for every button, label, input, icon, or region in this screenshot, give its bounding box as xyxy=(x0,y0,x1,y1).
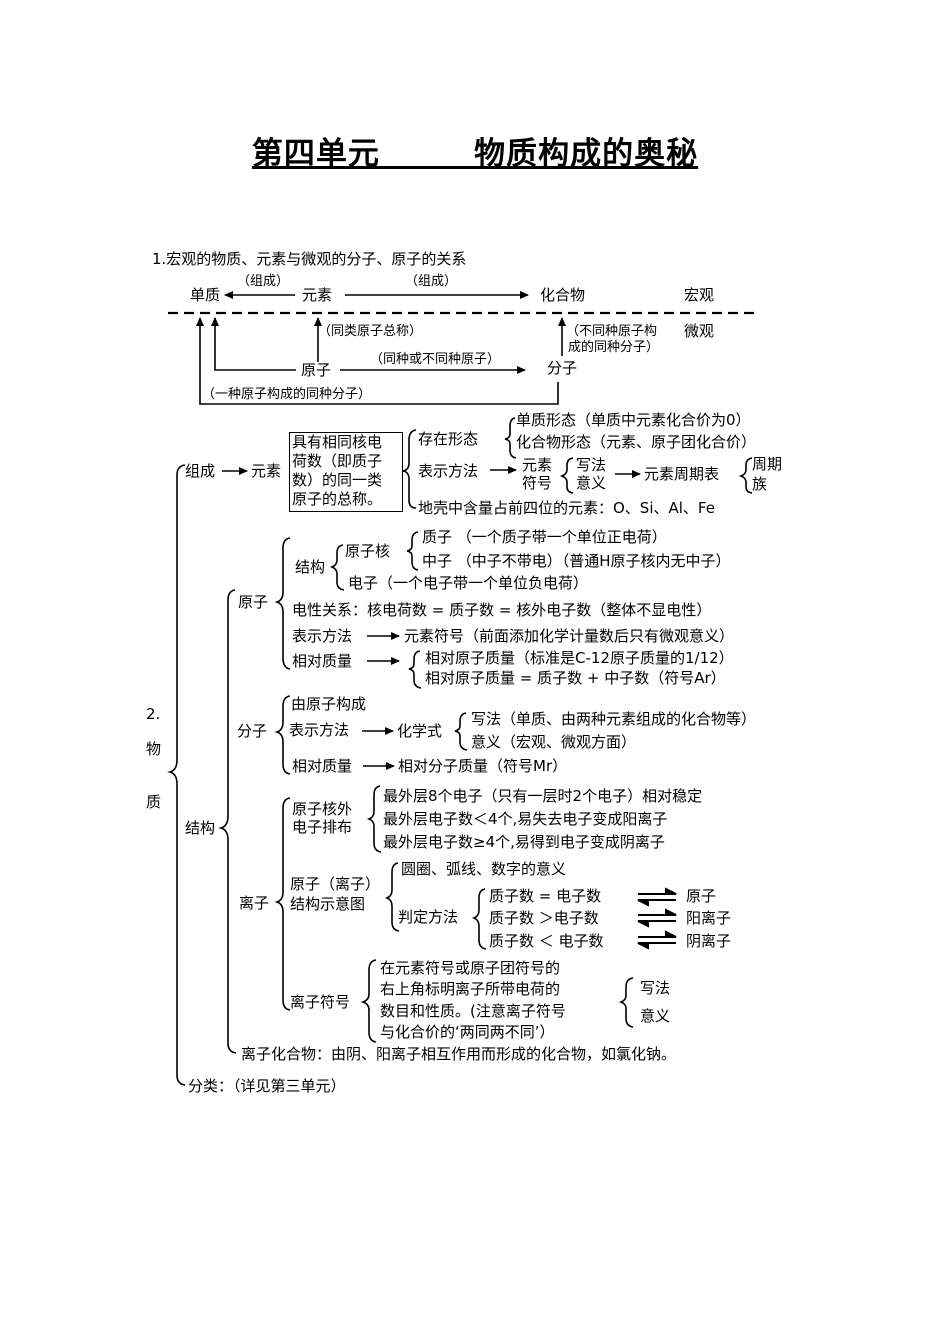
zhizi: 质子 （一个质子带一个单位正电荷） xyxy=(422,528,667,546)
section2-label-zhi: 质 xyxy=(146,793,162,811)
note-zucheng-right: （组成） xyxy=(405,274,458,289)
section1-heading: 1.宏观的物质、元素与微观的分子、原子的关系 xyxy=(152,250,467,268)
lizi-fuhao-desc-2: 右上角标明离子所带电荷的 xyxy=(380,980,561,998)
lizi-huahewu: 离子化合物：由阴、阳离子相互作用而形成的化合物，如氯化钠。 xyxy=(241,1045,677,1063)
note-yizhong: （一种原子构成的同种分子） xyxy=(202,387,372,402)
xiangdui-2: 相对原子质量 = 质子数 + 中子数（符号Ar） xyxy=(425,669,726,687)
yuansu-definition-box: 具有相同核电 荷数（即质子 数）的同一类 原子的总称。 xyxy=(289,432,403,512)
paibu-3: 最外层电子数≥4个,易得到电子变成阴离子 xyxy=(383,833,665,851)
note-butong-1: （不同种原子构 xyxy=(566,324,658,339)
yuanzi-biaoshi-val: 元素符号（前面添加化学计量数后只有微观意义） xyxy=(404,627,735,645)
yuansu-def-line-4: 原子的总称。 xyxy=(292,490,383,508)
zhouqi: 周期 xyxy=(752,455,783,473)
pd-left-3: 质子数 ＜ 电子数 xyxy=(489,932,604,950)
huaxueshi: 化学式 xyxy=(397,722,443,740)
hewai-2: 电子排布 xyxy=(292,818,353,836)
yuansu-cunzai: 存在形态 xyxy=(418,430,479,448)
yuanquan: 圆圈、弧线、数字的意义 xyxy=(401,860,567,878)
node-fenzi-micro: 分子 xyxy=(547,359,578,377)
huahewu-xingtai: 化合物形态（元素、原子团化合价） xyxy=(516,433,757,451)
panding: 判定方法 xyxy=(398,908,459,926)
lizi-fuhao: 离子符号 xyxy=(290,993,351,1011)
fenzi-yiyi: 意义（宏观、微观方面） xyxy=(471,733,637,751)
yuanzi-jiegou: 结构 xyxy=(295,558,326,576)
branch-zucheng: 组成 xyxy=(185,462,216,480)
node-yuansu-macro: 元素 xyxy=(302,286,333,304)
paibu-1: 最外层8个电子（只有一层时2个电子）相对稳定 xyxy=(383,787,703,805)
node-fenzi: 分子 xyxy=(237,722,268,740)
yuansu-def-line-3: 数）的同一类 xyxy=(292,471,383,489)
label-weiguan: 微观 xyxy=(684,322,715,340)
page-title: 第四单元 物质构成的奥秘 xyxy=(251,136,699,172)
section2-label-wu: 物 xyxy=(146,740,162,758)
lizi-yiyi: 意义 xyxy=(640,1007,671,1025)
note-tonglei: （同类原子总称） xyxy=(318,324,423,339)
dike-yuansu: 地壳中含量占前四位的元素：O、Si、Al、Fe xyxy=(418,499,715,517)
paibu-2: 最外层电子数＜4个,易失去电子变成阳离子 xyxy=(383,810,668,828)
node-danzhi: 单质 xyxy=(190,286,221,304)
pd-left-2: 质子数 ＞电子数 xyxy=(489,909,599,927)
lizi-fuhao-desc-1: 在元素符号或原子团符号的 xyxy=(380,959,561,977)
fenlei: 分类：（详见第三单元） xyxy=(188,1077,346,1095)
yuanzi-xiangdui: 相对质量 xyxy=(292,652,353,670)
node-yuanzi: 原子 xyxy=(238,593,269,611)
pd-right-1: 原子 xyxy=(686,887,717,905)
xiangdui-1: 相对原子质量（标准是C-12原子质量的1/12） xyxy=(425,649,734,667)
note-butong-2: 成的同种分子） xyxy=(568,340,660,355)
node-lizi: 离子 xyxy=(239,894,270,912)
note-zucheng-left: （组成） xyxy=(237,274,290,289)
pd-right-3: 阴离子 xyxy=(686,932,732,950)
fenzi-gouchen: 由原子构成 xyxy=(291,695,367,713)
shiyitu-1: 原子（离子） xyxy=(290,875,381,893)
section2-num: 2. xyxy=(146,705,161,723)
yuansu-def-line-2: 荷数（即质子 xyxy=(292,452,383,470)
node-huahewu: 化合物 xyxy=(540,286,586,304)
zhouqibiao: 元素周期表 xyxy=(644,465,720,483)
yuansu-biaoshi: 表示方法 xyxy=(418,462,479,480)
yuansu-fuhao-1: 元素 xyxy=(522,456,553,474)
yuansu-def-line-1: 具有相同核电 xyxy=(292,433,383,451)
pd-right-2: 阳离子 xyxy=(686,909,732,927)
fenzi-xiangdui-val: 相对分子质量（符号Mr） xyxy=(398,757,568,775)
yuanzi-biaoshi: 表示方法 xyxy=(292,627,353,645)
dianxing-guanxi: 电性关系：核电荷数 = 质子数 = 核外电子数（整体不显电性） xyxy=(292,601,712,619)
label-hongguan: 宏观 xyxy=(684,286,715,304)
zu: 族 xyxy=(752,475,768,493)
dianzi: 电子（一个电子带一个单位负电荷） xyxy=(348,574,589,592)
zhongzi: 中子 （中子不带电）（普通H原子核内无中子） xyxy=(422,552,731,570)
lizi-xiefa: 写法 xyxy=(640,979,671,997)
node-yuanzi-micro: 原子 xyxy=(301,361,332,379)
fenzi-xiefa: 写法（单质、由两种元素组成的化合物等） xyxy=(471,710,757,728)
fenzi-xiangdui: 相对质量 xyxy=(292,757,353,775)
note-tongzhong: （同种或不同种原子） xyxy=(370,352,501,367)
yuansu-xiefa: 写法 xyxy=(576,456,607,474)
lizi-fuhao-desc-4: 与化合价的‘两同两不同’） xyxy=(380,1023,555,1041)
fenzi-biaoshi: 表示方法 xyxy=(289,721,350,739)
yuanzihe: 原子核 xyxy=(345,542,391,560)
yuansu-yiyi: 意义 xyxy=(576,474,607,492)
hewai-1: 原子核外 xyxy=(292,800,353,818)
shiyitu-2: 结构示意图 xyxy=(290,895,366,913)
node-yuansu: 元素 xyxy=(251,462,282,480)
pd-left-1: 质子数 = 电子数 xyxy=(489,887,602,905)
branch-jiegou: 结构 xyxy=(185,819,216,837)
danzhi-xingtai: 单质形态（单质中元素化合价为0） xyxy=(516,411,751,429)
yuansu-fuhao-2: 符号 xyxy=(522,474,553,492)
lizi-fuhao-desc-3: 数目和性质。(注意离子符号 xyxy=(380,1002,566,1020)
